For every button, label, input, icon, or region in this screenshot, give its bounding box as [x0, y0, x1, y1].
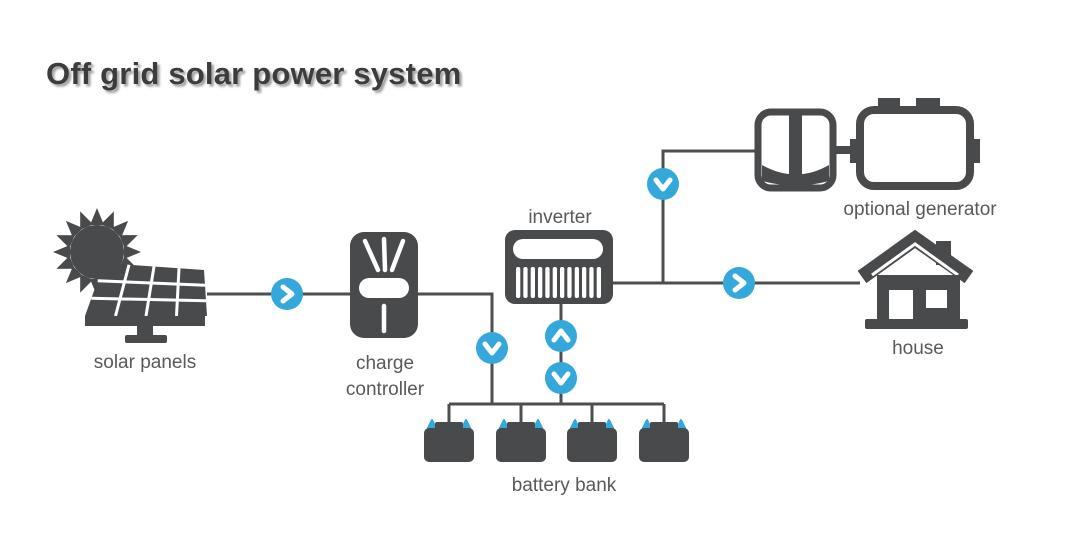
battery-icon: [496, 419, 546, 462]
generator-connector: [833, 146, 860, 154]
solar-panels-label: solar panels: [93, 352, 197, 373]
battery-bank-icons: [424, 419, 689, 462]
house-icon: [857, 229, 974, 329]
house-label: house: [892, 338, 944, 359]
charge-controller-label: charge controller: [345, 353, 425, 400]
charge-controller-icon: [350, 232, 418, 338]
wire-generator-to-inverter: [661, 149, 758, 283]
fuel-tank-icon: [754, 108, 837, 192]
flow-arrow-down-icon: [647, 168, 679, 200]
flow-arrow-down-icon: [476, 332, 508, 364]
panel-icon: [85, 263, 207, 343]
optional-generator-label: optional generator: [843, 199, 997, 220]
battery-bank-label: battery bank: [511, 475, 617, 496]
flow-arrow-down-icon: [545, 362, 577, 394]
flow-arrow-up-icon: [545, 320, 577, 352]
optional-generator-icon: [754, 98, 980, 192]
inverter-icon: [505, 230, 613, 304]
flow-arrow-right-icon: [723, 267, 755, 299]
battery-icon: [639, 419, 689, 462]
battery-icon: [567, 419, 617, 462]
flow-arrows: [271, 168, 755, 394]
page-title: Off grid solar power system: [46, 56, 462, 91]
generator-body-icon: [850, 98, 980, 190]
battery-icon: [424, 419, 474, 462]
solar-panels-icon: [53, 208, 207, 343]
inverter-label: inverter: [528, 207, 592, 228]
flow-arrow-right-icon: [271, 278, 303, 310]
wire-controller-to-battery-bus: [418, 292, 494, 404]
